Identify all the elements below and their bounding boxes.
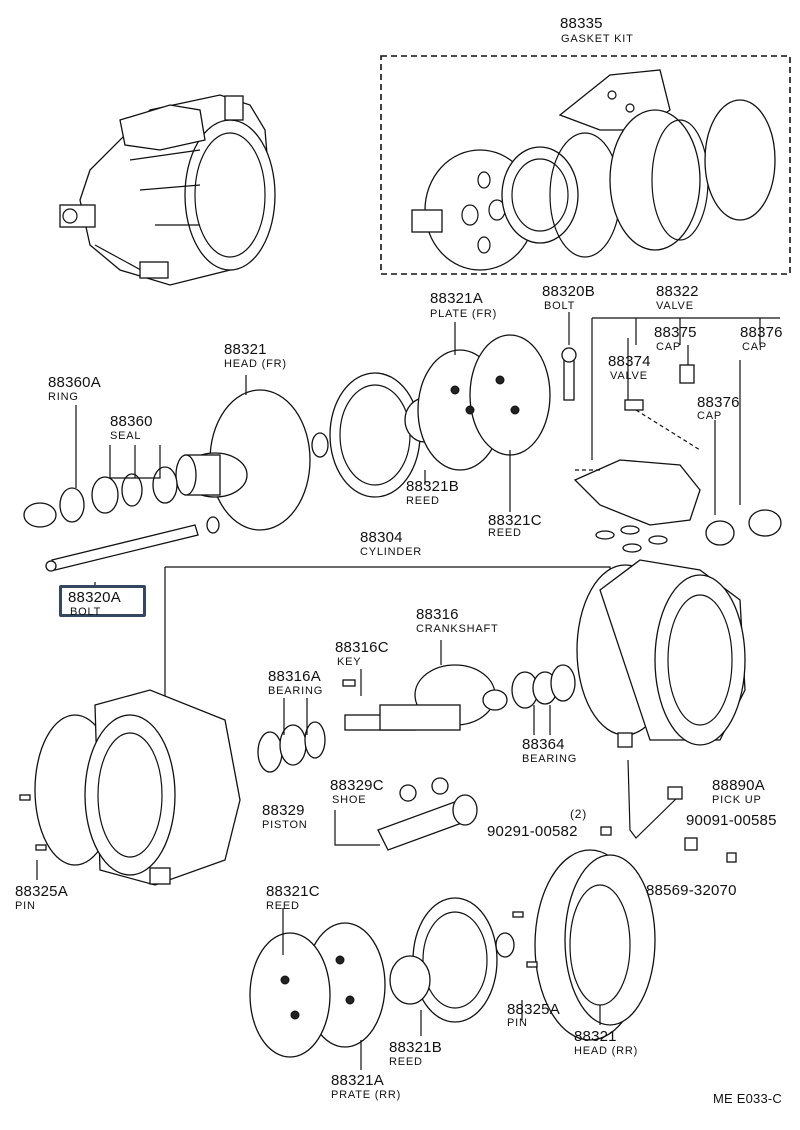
part-number-88321B-top[interactable]: 88321B xyxy=(406,478,459,495)
part-number-88376-top[interactable]: 88376 xyxy=(740,324,783,341)
gasket-kit-frame xyxy=(380,55,791,275)
front-head-group xyxy=(23,389,329,531)
part-number-88335[interactable]: 88335 xyxy=(560,15,603,32)
part-number-88304[interactable]: 88304 xyxy=(360,529,403,546)
part-name-cap-88376-mid: CAP xyxy=(697,410,723,422)
highlight-box-88320A xyxy=(59,585,146,617)
part-name-shoe: SHOE xyxy=(332,794,367,806)
crankshaft-group xyxy=(257,664,576,773)
part-number-88376-mid[interactable]: 88376 xyxy=(697,394,740,411)
part-number-88364[interactable]: 88364 xyxy=(522,736,565,753)
part-name-cylinder: CYLINDER xyxy=(360,546,423,558)
part-number-88890A[interactable]: 88890A xyxy=(712,777,765,794)
part-name-pin-right: PIN xyxy=(507,1017,528,1029)
part-name-bolt-88320A: BOLT xyxy=(70,606,102,618)
part-name-valve-88322: VALVE xyxy=(656,300,694,312)
part-name-head-rr: HEAD (RR) xyxy=(574,1045,639,1057)
part-number-90091-00585[interactable]: 90091-00585 xyxy=(686,812,777,829)
part-name-prate-rr: PRATE (RR) xyxy=(331,1089,402,1101)
part-number-88374[interactable]: 88374 xyxy=(608,353,651,370)
piston-group xyxy=(334,777,478,851)
part-name-gasket-kit: GASKET KIT xyxy=(561,33,634,45)
part-number-88321C-top[interactable]: 88321C xyxy=(488,512,542,529)
diagram-code: ME E033-C xyxy=(713,1091,782,1106)
part-number-88321A-rear[interactable]: 88321A xyxy=(331,1072,384,1089)
part-number-88321A-front[interactable]: 88321A xyxy=(430,290,483,307)
part-name-cap-88376-top: CAP xyxy=(742,341,768,353)
part-number-90291-00582[interactable]: 90291-00582 xyxy=(487,823,578,840)
quantity-90291-00582: (2) xyxy=(570,807,588,821)
assembled-compressor-illustration xyxy=(59,94,276,286)
part-name-reed-88321C-top: REED xyxy=(488,527,522,539)
part-name-bearing-88364: BEARING xyxy=(522,753,578,765)
rear-head-group xyxy=(495,849,656,1041)
part-number-88360[interactable]: 88360 xyxy=(110,413,153,430)
part-name-key: KEY xyxy=(337,656,362,668)
part-number-88329[interactable]: 88329 xyxy=(262,802,305,819)
part-name-bearing-88316A: BEARING xyxy=(268,685,324,697)
part-number-88325A-left[interactable]: 88325A xyxy=(15,883,68,900)
part-name-valve-88374: VALVE xyxy=(610,370,648,382)
part-number-88325A-right[interactable]: 88325A xyxy=(507,1001,560,1018)
part-number-88320B[interactable]: 88320B xyxy=(542,283,595,300)
part-name-piston: PISTON xyxy=(262,819,308,831)
part-name-cap-88375: CAP xyxy=(656,341,682,353)
part-name-reed-88321B-bottom: REED xyxy=(389,1056,423,1068)
part-name-head-fr: HEAD (FR) xyxy=(224,358,287,370)
front-valve-plates xyxy=(329,334,577,498)
part-number-88320A[interactable]: 88320A xyxy=(68,589,121,606)
part-number-88322[interactable]: 88322 xyxy=(656,283,699,300)
through-bolt-88320A xyxy=(45,516,220,572)
part-name-pin-left: PIN xyxy=(15,900,36,912)
part-number-88316C[interactable]: 88316C xyxy=(335,639,389,656)
cylinder-left xyxy=(19,689,241,886)
part-name-bolt-88320B: BOLT xyxy=(544,300,576,312)
gasket-kit-parts xyxy=(411,69,776,271)
part-number-88316A[interactable]: 88316A xyxy=(268,668,321,685)
part-number-88321C-bottom[interactable]: 88321C xyxy=(266,883,320,900)
part-name-reed-88321C-bottom: REED xyxy=(266,900,300,912)
part-number-88316[interactable]: 88316 xyxy=(416,606,459,623)
part-name-plate-fr: PLATE (FR) xyxy=(430,308,498,320)
part-name-ring: RING xyxy=(48,391,79,403)
part-number-88321-front[interactable]: 88321 xyxy=(224,341,267,358)
part-number-88329C[interactable]: 88329C xyxy=(330,777,384,794)
service-valve-group xyxy=(573,317,782,553)
cylinder-right xyxy=(576,559,746,748)
part-number-88375[interactable]: 88375 xyxy=(654,324,697,341)
part-name-seal: SEAL xyxy=(110,430,142,442)
part-number-88321-rear[interactable]: 88321 xyxy=(574,1028,617,1045)
leader-lines xyxy=(36,312,741,1070)
part-number-88321B-bottom[interactable]: 88321B xyxy=(389,1039,442,1056)
part-name-crankshaft: CRANKSHAFT xyxy=(416,623,499,635)
part-name-reed-88321B-top: REED xyxy=(406,495,440,507)
part-number-88569-32070[interactable]: 88569-32070 xyxy=(646,882,737,899)
part-number-88360A[interactable]: 88360A xyxy=(48,374,101,391)
rear-valve-plates xyxy=(249,897,498,1058)
part-name-pick-up: PICK UP xyxy=(712,794,762,806)
pickup-sensor xyxy=(600,759,737,863)
